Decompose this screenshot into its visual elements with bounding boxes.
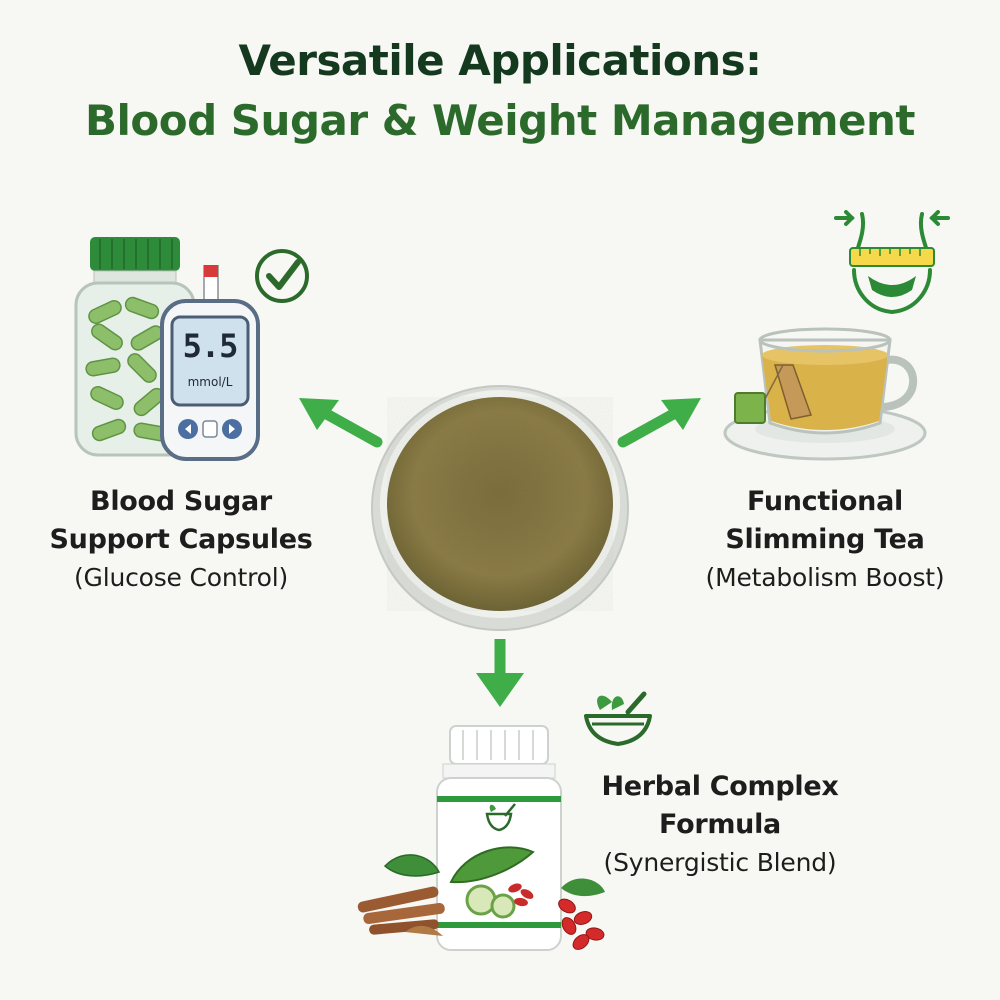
tea-cup-image	[723, 327, 927, 461]
powder-dish	[371, 385, 629, 631]
label-title-line1: Blood Sugar	[90, 486, 272, 517]
waist-measure-icon	[834, 210, 950, 315]
page-title: Versatile Applications:	[238, 36, 762, 85]
label-title-line2: Formula	[659, 809, 781, 840]
label-title-line2: Slimming Tea	[725, 524, 925, 555]
app-label-herbal-complex: Herbal Complex Formula (Synergistic Blen…	[555, 768, 885, 882]
label-detail: (Glucose Control)	[73, 563, 289, 592]
arrow-left-icon	[299, 398, 383, 448]
meter-unit: mmol/L	[187, 375, 233, 389]
label-title-line1: Functional	[747, 486, 903, 517]
arrow-down-icon	[476, 639, 524, 707]
app-label-blood-sugar: Blood Sugar Support Capsules (Glucose Co…	[18, 483, 344, 597]
check-circle-icon	[255, 249, 309, 303]
page-subtitle: Blood Sugar & Weight Management	[85, 96, 915, 145]
label-title-line2: Support Capsules	[49, 524, 313, 555]
app-label-slimming-tea: Functional Slimming Tea (Metabolism Boos…	[660, 483, 990, 597]
label-title-line1: Herbal Complex	[601, 771, 839, 802]
meter-reading: 5.5	[182, 327, 239, 365]
mortar-pestle-icon	[584, 691, 652, 746]
arrow-right-icon	[617, 398, 701, 448]
glucose-meter: 5.5 mmol/L	[160, 265, 260, 463]
label-detail: (Synergistic Blend)	[603, 848, 837, 877]
herbal-bottle-image	[357, 725, 605, 951]
label-detail: (Metabolism Boost)	[705, 563, 945, 592]
